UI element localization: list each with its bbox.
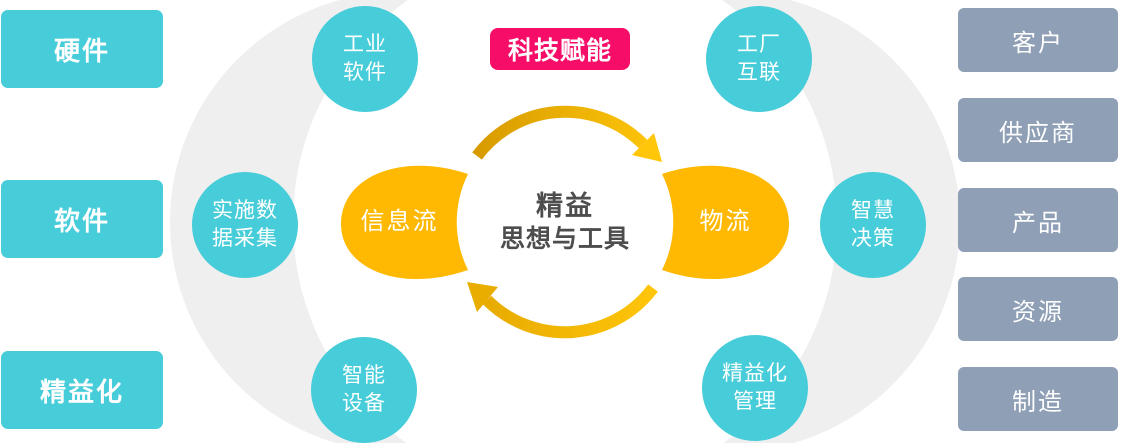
node-factory-interconnect: 工厂 互联 — [706, 6, 812, 112]
left-panel-item-hardware: 硬件 — [1, 10, 163, 88]
node-label-line: 设备 — [342, 392, 386, 415]
left-panel-item-software: 软件 — [1, 180, 163, 258]
information-flow-label: 信息流 — [360, 208, 439, 235]
right-panel-item-label: 供应商 — [999, 119, 1077, 147]
node-label-line: 互联 — [737, 61, 781, 84]
node-label-line: 决策 — [851, 227, 895, 250]
cycle-arrow-bottom — [467, 282, 658, 339]
center-title-line2: 思想与工具 — [499, 225, 630, 253]
node-realtime-data-collection: 实施数 据采集 — [192, 172, 298, 278]
node-label-line: 软件 — [343, 61, 387, 84]
node-label-line: 实施数 — [212, 198, 278, 222]
center-title-line1: 精益 — [536, 191, 594, 221]
node-smart-equipment: 智能 设备 — [311, 337, 417, 443]
right-panel-item-label: 产品 — [1012, 209, 1064, 237]
left-panel-item-lean: 精益化 — [1, 351, 163, 429]
center-circle — [453, 110, 677, 334]
information-flow-leaf-shape — [341, 165, 468, 280]
left-panel-item-label: 软件 — [53, 205, 110, 236]
node-label-line: 管理 — [733, 390, 777, 413]
node-smart-decision: 智慧 决策 — [820, 172, 926, 278]
material-flow-label: 物流 — [699, 208, 752, 235]
cycle-arrow-top — [472, 105, 662, 162]
node-label-line: 工厂 — [737, 32, 781, 56]
right-panel-item-customer: 客户 — [958, 8, 1118, 72]
tech-empowerment-badge: 科技赋能 — [490, 28, 630, 70]
right-panel-item-product: 产品 — [958, 188, 1118, 252]
node-lean-management: 精益化 管理 — [702, 335, 808, 441]
right-panel-item-label: 资源 — [1012, 298, 1064, 326]
node-label-line: 精益化 — [722, 361, 788, 385]
material-flow-leaf-shape — [662, 165, 789, 280]
right-panel-item-resource: 资源 — [958, 277, 1118, 341]
node-industrial-software: 工业 软件 — [312, 6, 418, 112]
badge-label: 科技赋能 — [507, 37, 612, 65]
node-label-line: 智能 — [342, 363, 386, 387]
left-panel-item-label: 精益化 — [39, 376, 124, 407]
center-title: 精益 思想与工具 — [465, 190, 665, 255]
left-panel-item-label: 硬件 — [53, 35, 110, 66]
node-label-line: 据采集 — [212, 227, 278, 250]
right-panel-item-supplier: 供应商 — [958, 98, 1118, 162]
right-panel-item-manufacturing: 制造 — [958, 367, 1118, 431]
right-panel-item-label: 客户 — [1012, 29, 1064, 57]
right-panel-item-label: 制造 — [1012, 388, 1064, 416]
node-label-line: 工业 — [343, 32, 387, 56]
node-label-line: 智慧 — [851, 198, 895, 222]
